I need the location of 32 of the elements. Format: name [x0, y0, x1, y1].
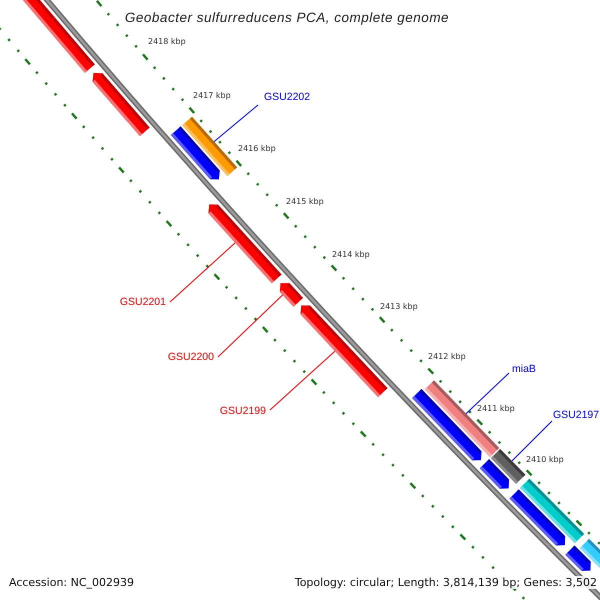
- scale-label: 2414 kbp: [332, 251, 370, 259]
- gene-feature: [92, 72, 150, 136]
- gene-feature: [565, 546, 591, 571]
- leader-line: [170, 242, 236, 302]
- leader-line: [466, 372, 510, 414]
- gene-feature: [480, 459, 510, 489]
- scale-label: 2410 kbp: [526, 456, 564, 464]
- genome-summary-text: Topology: circular; Length: 3,814,139 bp; Genes: 3,502: [294, 576, 597, 589]
- leader-line: [214, 104, 258, 142]
- gene-label: GSU2199: [220, 406, 266, 416]
- gene-feature: [280, 283, 303, 307]
- gene-feature: [510, 489, 566, 546]
- gene-label: GSU2201: [120, 297, 166, 308]
- gene-feature: [22, 0, 95, 73]
- title: Geobacter sulfurreducens PCA, complete genome: [124, 10, 450, 25]
- scale-label: 2413 kbp: [380, 303, 418, 311]
- gene-label: GSU2200: [168, 352, 214, 362]
- gene-label: GSU2197: [553, 410, 600, 420]
- gene-label: miaB: [512, 364, 536, 374]
- scale-label: 2416 kbp: [238, 145, 276, 153]
- accession-text: Accession: NC_002939: [9, 576, 134, 589]
- scale-label: 2411 kbp: [477, 405, 515, 413]
- scale-label: 2415 kbp: [286, 198, 324, 206]
- gene-label: GSU2202: [264, 92, 310, 102]
- gene-feature: [208, 204, 282, 284]
- leader-line: [270, 350, 336, 410]
- leader-line: [511, 420, 552, 462]
- scale-label: 2412 kbp: [428, 353, 466, 361]
- scale-label: 2417 kbp: [193, 92, 231, 100]
- scale-label: 2418 kbp: [148, 38, 186, 46]
- gene-feature: [170, 126, 220, 180]
- leader-line: [218, 294, 284, 358]
